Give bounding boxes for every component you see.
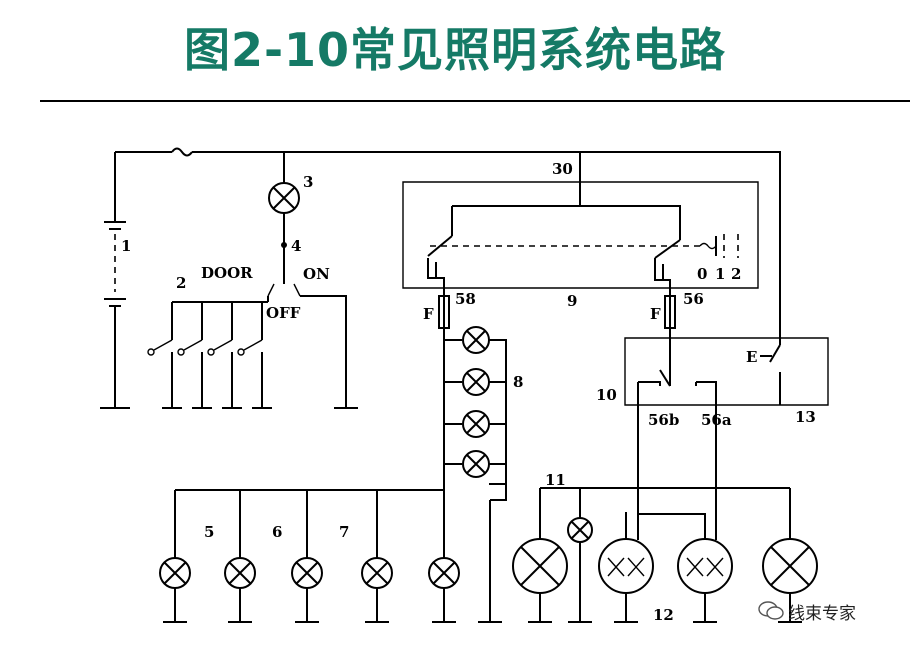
label-pos-2: 2 xyxy=(731,265,741,283)
slide-title: 图2-10常见照明系统电路 xyxy=(183,23,727,77)
label-pos-1: 1 xyxy=(715,265,725,283)
watermark-text: 线束专家 xyxy=(788,603,856,624)
left-lamp-bus xyxy=(159,489,502,623)
label-fuse-right: F xyxy=(650,305,661,323)
label-2: 2 xyxy=(176,274,186,292)
label-4: 4 xyxy=(291,237,301,255)
main-supply-line xyxy=(115,147,781,345)
label-56b: 56b xyxy=(648,411,679,429)
title-underline xyxy=(40,100,910,102)
label-56: 56 xyxy=(683,290,704,308)
label-8: 8 xyxy=(513,373,523,391)
label-7: 7 xyxy=(339,523,349,541)
label-pos-0: 0 xyxy=(697,265,707,283)
label-fuse-left: F xyxy=(423,305,434,323)
dimmer-switch xyxy=(624,337,829,488)
label-3: 3 xyxy=(303,173,313,191)
label-56a: 56a xyxy=(701,411,732,429)
watermark: 线束专家 xyxy=(758,598,856,624)
chat-bubble-icon xyxy=(758,601,784,620)
label-30: 30 xyxy=(552,160,573,178)
label-10: 10 xyxy=(596,386,617,404)
label-5: 5 xyxy=(204,523,214,541)
label-6: 6 xyxy=(272,523,282,541)
headlamp-bus xyxy=(512,487,818,623)
lamp-group-8 xyxy=(443,326,507,622)
label-58: 58 xyxy=(455,290,476,308)
door-switches xyxy=(147,302,272,409)
label-switch-e: E xyxy=(746,348,757,366)
battery xyxy=(100,152,130,409)
label-1: 1 xyxy=(121,237,131,255)
light-switch xyxy=(402,152,759,338)
label-11: 11 xyxy=(545,471,566,489)
label-on: ON xyxy=(303,265,330,283)
label-12: 12 xyxy=(653,606,674,624)
label-off: OFF xyxy=(266,304,301,322)
label-9: 9 xyxy=(567,292,577,310)
label-13: 13 xyxy=(795,408,816,426)
courtesy-lamp-circuit xyxy=(172,152,358,409)
label-door: DOOR xyxy=(201,264,253,282)
